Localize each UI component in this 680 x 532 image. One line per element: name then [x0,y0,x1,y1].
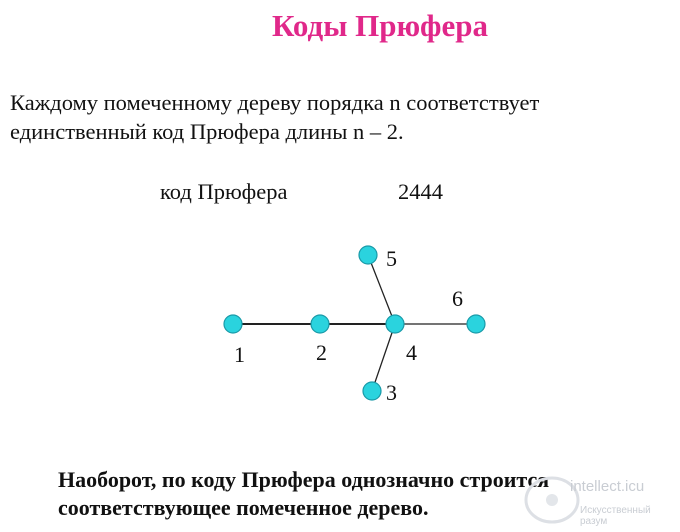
node-label-4: 4 [406,340,417,365]
watermark-tagline: Искусственный разум [580,505,651,527]
node-label-6: 6 [452,286,463,311]
definition-line-2: единственный код Прюфера длины n – 2. [10,119,404,144]
definition-line-1: Каждому помеченному дереву порядка n соо… [10,90,540,115]
watermark-logo [524,476,580,524]
node-label-1: 1 [234,342,245,367]
node-5 [358,245,378,265]
bottom-line-1: Наоборот, по коду Прюфера однозначно стр… [58,467,550,492]
node-label-5: 5 [386,246,397,271]
bottom-statement: Наоборот, по коду Прюфера однозначно стр… [58,466,549,522]
node-1 [223,314,243,334]
node-3 [362,381,382,401]
edge-4-5 [367,254,396,325]
watermark-site: intellect.icu [570,478,645,495]
edge-4-3 [371,323,396,392]
code-value: 2444 [398,179,443,204]
node-label-3: 3 [386,380,397,405]
definition-paragraph: Каждому помеченному дереву порядка n соо… [10,88,675,146]
node-label-2: 2 [316,340,327,365]
code-label: код Прюфера [160,179,288,204]
node-6 [466,314,486,334]
bottom-line-2: соответствующее помеченное дерево. [58,495,429,520]
page-title: Коды Прюфера [272,8,488,43]
node-4 [385,314,405,334]
node-2 [310,314,330,334]
